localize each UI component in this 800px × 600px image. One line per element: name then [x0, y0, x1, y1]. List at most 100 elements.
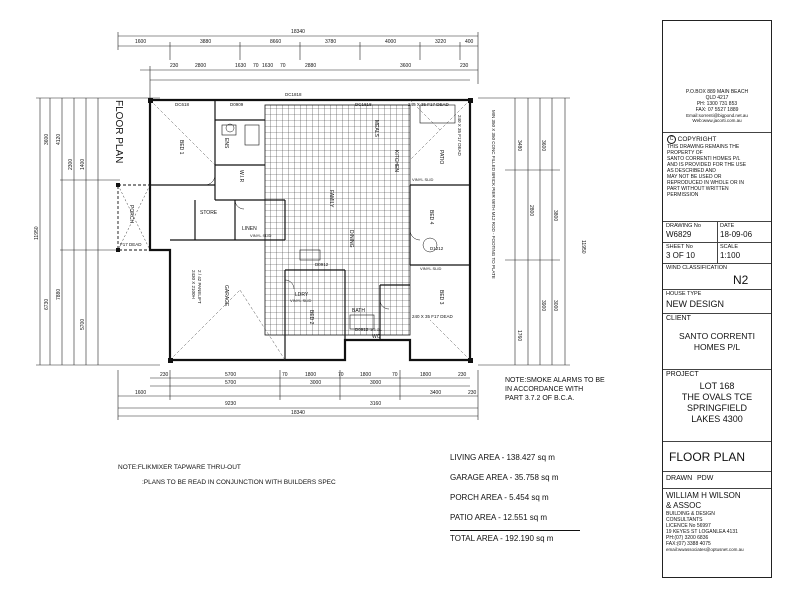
bottom-dim: 3000 — [370, 380, 381, 386]
divider — [663, 488, 771, 489]
project-line: SPRINGFIELD — [686, 403, 747, 413]
top-dimension-lines — [117, 32, 479, 100]
bottom-dim: 1600 — [135, 390, 146, 396]
left-dim: 5700 — [80, 319, 86, 330]
room-laundry: LDRY — [295, 292, 309, 298]
floor-plan-drawing: 18340 1600 3880 8660 3780 4000 3220 400 … — [34, 29, 586, 420]
room-bed1: BED 1 — [178, 140, 184, 155]
sheet-no: 3 OF 10 — [666, 251, 695, 260]
divider — [663, 132, 771, 133]
room-wc: WC — [372, 334, 381, 340]
internal-walls — [150, 100, 470, 360]
divider — [663, 289, 771, 290]
right-dim: 3000 — [552, 300, 558, 311]
pier-note: MIN 350 X 350 CONC FILLED BRICK PIER WIT… — [491, 110, 496, 279]
bottom-dim: 3400 — [430, 390, 441, 396]
top-dim: 230 — [460, 63, 469, 69]
project-line: LOT 168 — [699, 381, 735, 391]
address-line: FAX: 07 5527 1889 — [695, 107, 739, 113]
room-bath: BATH — [352, 308, 365, 314]
drawing-info-grid: DRAWING No W6829 DATE 18-09-06 SHEET No … — [663, 221, 771, 263]
tiled-area — [264, 104, 411, 336]
copyright-line: PERMISSION — [667, 192, 699, 199]
opening-label: DC618 — [175, 102, 190, 107]
firm-name: WILLIAM H WILSON — [666, 491, 741, 500]
divider — [663, 313, 771, 314]
bottom-dim: 5700 — [225, 372, 236, 378]
firm-name: & ASSOC — [666, 501, 702, 510]
beam-label: 240 X 35 F17 DEAD — [412, 314, 454, 319]
misc-label: VINYL SLID — [420, 266, 442, 271]
top-dim: 400 — [465, 39, 474, 45]
bottom-dim: 3000 — [310, 380, 321, 386]
right-overall-dim: 11950 — [580, 240, 586, 254]
room-dining: DINING — [348, 230, 354, 248]
divider — [663, 471, 771, 472]
house-type-label: HOUSE TYPE — [666, 291, 702, 297]
copyright-line: REPRODUCED IN WHOLE OR IN — [667, 180, 744, 187]
client-line: HOMES P/L — [693, 342, 741, 352]
top-dim: 4000 — [385, 39, 396, 45]
left-dimension-lines — [36, 97, 160, 366]
room-porch: PORCH — [128, 205, 134, 223]
drawn-by: PDW — [697, 475, 714, 482]
project-line: LAKES 4300 — [691, 414, 743, 424]
flikmixer-note: NOTE:FLIKMIXER TAPWARE THRU-OUT — [118, 464, 241, 471]
beam-labels: 240 X 35 F17 DEAD 240 X 35 F17 DEAD 240 … — [120, 102, 462, 319]
right-dim: 3800 — [552, 210, 558, 221]
top-dim: 3880 — [200, 39, 211, 45]
opening-labels: DC618 D0909 DC1818 DC1818 D0912 D0912 D1… — [175, 92, 444, 332]
bottom-dim: 230 — [458, 372, 467, 378]
sheet-title: FLOOR PLAN — [669, 450, 746, 464]
misc-label: 1/3 GL — [370, 327, 383, 332]
misc-label: VINYL SLID — [412, 177, 434, 182]
overall-width-bottom: 18340 — [291, 410, 305, 416]
porch-outline — [117, 184, 151, 251]
room-ens: ENS — [223, 138, 229, 149]
garage-note-line: 2 / 42 PANELIFT — [197, 270, 202, 304]
firm-details: WILLIAM H WILSON & ASSOC BUILDING & DESI… — [666, 491, 770, 552]
top-dimension-text: 18340 1600 3880 8660 3780 4000 3220 400 … — [135, 29, 474, 69]
copyright-line: AS DESCRIBED AND — [667, 168, 716, 175]
right-dim: 3600 — [540, 140, 546, 151]
project-line: THE OVALS TCE — [681, 392, 753, 402]
drawing-no: W6829 — [666, 230, 692, 239]
firm-detail: LICENCE No 56997 — [666, 523, 711, 529]
date-label: DATE — [720, 223, 735, 229]
room-garage: GARAGE — [223, 285, 229, 307]
right-dim: 3900 — [540, 300, 546, 311]
right-dim: 1760 — [516, 330, 522, 341]
left-dim: 6730 — [44, 299, 50, 310]
divider — [663, 441, 771, 442]
area-row-garage: GARAGE AREA - 35.758 sq m — [450, 473, 559, 482]
room-wir: W.I.R — [238, 170, 244, 183]
area-row-living: LIVING AREA - 138.427 sq m — [450, 453, 555, 462]
bottom-dim: 5700 — [225, 380, 236, 386]
top-dim: 3780 — [325, 39, 336, 45]
overall-width-top: 18340 — [291, 29, 305, 35]
copyright-line: SANTO CORRENTI HOMES P/L — [667, 156, 741, 163]
area-schedule: LIVING AREA - 138.427 sq m GARAGE AREA -… — [450, 448, 640, 547]
misc-labels: VINYL SLID VINYL SLID VINYL SLID VINYL S… — [250, 177, 442, 332]
top-dim: 8660 — [270, 39, 281, 45]
bottom-dimension-text: 230 5700 70 1800 70 1800 70 1800 230 570… — [135, 372, 477, 416]
firm-detail: PH:(07) 3200 6836 — [666, 535, 709, 541]
smoke-alarm-note: NOTE:SMOKE ALARMS TO BE IN ACCORDANCE WI… — [505, 377, 605, 402]
left-dim: 2300 — [68, 159, 74, 170]
right-dimension-text: 11950 3480 2800 3600 3800 3900 3000 1760 — [516, 140, 586, 341]
room-kitchen: KITCHEN — [393, 150, 399, 172]
beam-label: 240 X 35 F17 DEAD — [408, 102, 450, 107]
fixtures — [221, 104, 456, 330]
copyright-line: AND IS PROVIDED FOR THE USE — [667, 162, 747, 169]
top-dim: 3220 — [435, 39, 446, 45]
address-line: QLD 4217 — [705, 95, 729, 101]
wind-classification: N2 — [733, 273, 749, 287]
firm-detail: FAX:(07) 3388 4075 — [666, 541, 711, 547]
bottom-dim: 9230 — [225, 401, 236, 407]
copyright-line: MAY NOT BE USED OR — [667, 174, 722, 181]
area-row-patio: PATIO AREA - 12.551 sq m — [450, 513, 548, 522]
copyright-section: C COPYRIGHT THIS DRAWING REMAINS THE PRO… — [667, 135, 769, 198]
opening-label: D0912 — [315, 262, 329, 267]
bottom-dim: 230 — [468, 390, 477, 396]
